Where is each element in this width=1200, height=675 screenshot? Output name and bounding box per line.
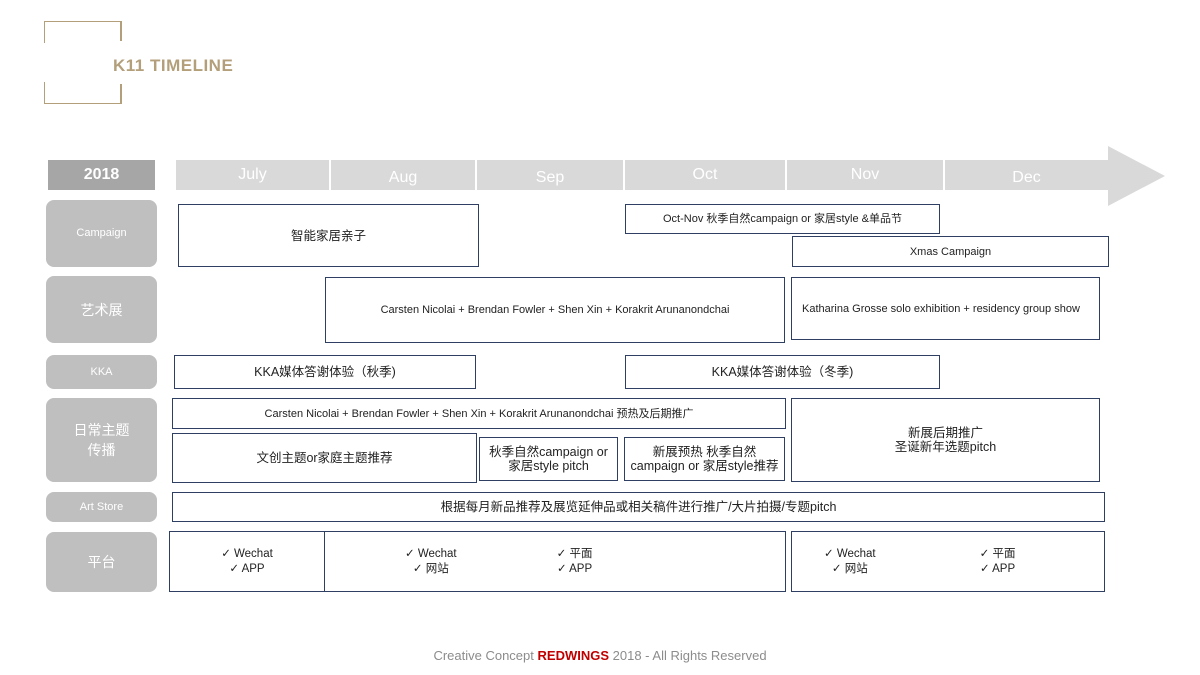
platform-item: ✓ Wechat [221, 547, 273, 560]
month-separator [623, 160, 625, 190]
month-oct: Oct [692, 166, 718, 183]
month-separator [785, 160, 787, 190]
month-sep: Sep [535, 169, 565, 186]
month-july: July [238, 166, 267, 183]
month-separator [475, 160, 477, 190]
kka-winter-box: KKA媒体答谢体验（冬季) [625, 355, 940, 389]
platform-nov-dec-box: ✓ Wechat ✓ 网站 ✓ 平面 ✓ APP [791, 531, 1105, 592]
platform-aug-col2: ✓ 平面 ✓ APP [557, 547, 593, 577]
campaign-xmas-box: Xmas Campaign [792, 236, 1109, 267]
header-bracket-top [44, 21, 121, 43]
art-exhibition-group-box: Carsten Nicolai + Brendan Fowler + Shen … [325, 277, 785, 343]
header-bracket-tick-top [120, 21, 122, 41]
platform-item: ✓ Wechat [405, 547, 457, 560]
month-separator [329, 160, 331, 190]
footer-prefix: Creative Concept [433, 648, 534, 663]
daily-post-promo-box: 新展后期推广 圣诞新年选题pitch [791, 398, 1100, 482]
header-bracket-bottom [44, 82, 121, 104]
platform-item: ✓ APP [979, 562, 1016, 575]
row-label-campaign: Campaign [46, 200, 157, 267]
platform-july-list: ✓ Wechat ✓ APP [221, 547, 273, 577]
footer-suffix: 2018 - All Rights Reserved [612, 648, 767, 663]
month-dec: Dec [1012, 169, 1041, 186]
daily-preheat-promo-box: Carsten Nicolai + Brendan Fowler + Shen … [172, 398, 786, 429]
row-label-platform: 平台 [46, 532, 157, 592]
daily-post-promo-line2: 圣诞新年选题pitch [894, 440, 997, 454]
platform-nov-col1: ✓ Wechat ✓ 网站 [824, 547, 876, 577]
month-aug: Aug [388, 169, 418, 186]
footer-brand: REDWINGS [537, 648, 610, 663]
row-label-kka: KKA [46, 355, 157, 389]
month-separator [943, 160, 945, 190]
platform-july-box: ✓ Wechat ✓ APP [169, 531, 325, 592]
art-exhibition-grosse-box: Katharina Grosse solo exhibition + resid… [791, 277, 1100, 340]
campaign-oct-nov-box: Oct-Nov 秋季自然campaign or 家居style &单品节 [625, 204, 940, 234]
platform-item: ✓ 网站 [831, 562, 868, 575]
daily-creative-topics-box: 文创主题or家庭主题推荐 [172, 433, 477, 483]
row-label-art-store: Art Store [46, 492, 157, 522]
row-label-daily-theme: 日常主题传播 [46, 398, 157, 482]
platform-aug-col1: ✓ Wechat ✓ 网站 [405, 547, 457, 577]
year-label: 2018 [48, 160, 155, 190]
month-nov: Nov [850, 166, 880, 183]
daily-new-preheat-box: 新展预热 秋季自然campaign or 家居style推荐 [624, 437, 785, 481]
platform-item: ✓ APP [229, 562, 265, 575]
platform-item: ✓ Wechat [824, 547, 876, 560]
kka-autumn-box: KKA媒体答谢体验（秋季) [174, 355, 476, 389]
campaign-smart-home-box: 智能家居亲子 [178, 204, 479, 267]
platform-item: ✓ 平面 [556, 547, 593, 560]
row-label-art-exhibition: 艺术展 [46, 276, 157, 343]
page-title: K11 TIMELINE [113, 56, 234, 75]
platform-item: ✓ 网站 [412, 562, 449, 575]
platform-aug-oct-box: ✓ Wechat ✓ 网站 ✓ 平面 ✓ APP [324, 531, 786, 592]
timeline-arrow-body [176, 160, 1108, 190]
platform-nov-col2: ✓ 平面 ✓ APP [980, 547, 1016, 577]
platform-item: ✓ 平面 [979, 547, 1016, 560]
art-store-box: 根据每月新品推荐及展览延伸品或相关稿件进行推广/大片拍摄/专题pitch [172, 492, 1105, 522]
platform-item: ✓ APP [556, 562, 593, 575]
daily-autumn-pitch-box: 秋季自然campaign or 家居style pitch [479, 437, 618, 481]
header-bracket-tick-bottom [120, 84, 122, 104]
daily-post-promo-line1: 新展后期推广 [907, 426, 983, 440]
footer: Creative Concept REDWINGS 2018 - All Rig… [0, 648, 1200, 663]
timeline-arrow-head [1108, 146, 1165, 206]
